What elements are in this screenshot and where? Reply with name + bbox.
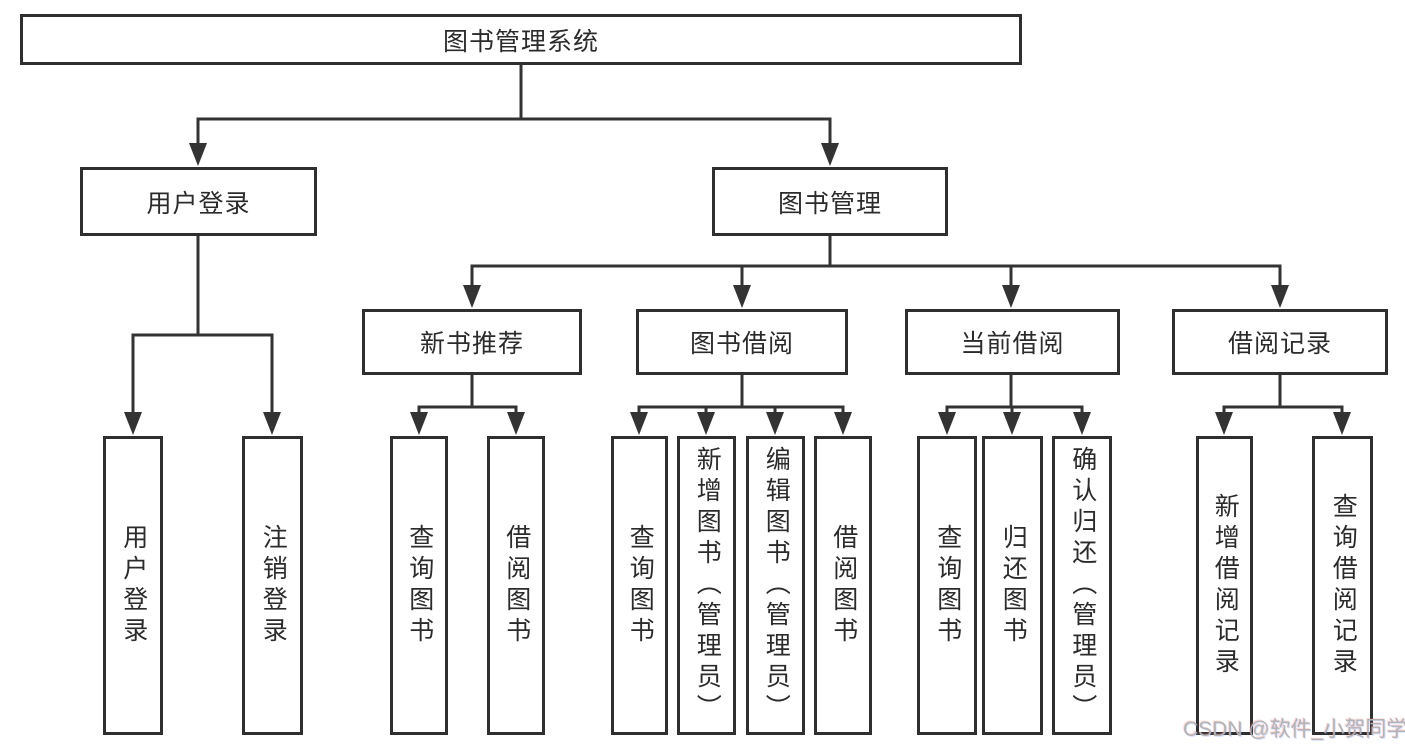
node-label: 借阅图书: [502, 523, 531, 648]
node-label: 归还图书: [999, 523, 1028, 648]
node-leaf-current-confirm-return-admin: 确认归还（管理员）: [1052, 436, 1112, 735]
node-label: 新增图书（管理员）: [693, 446, 722, 725]
node-leaf-borrowing-edit-books-admin: 编辑图书（管理员）: [746, 436, 805, 735]
node-leaf-records-query-record: 查询借阅记录: [1312, 436, 1373, 735]
node-leaf-recommend-query-books: 查询图书: [390, 436, 448, 735]
node-leaf-records-add-record: 新增借阅记录: [1196, 436, 1253, 735]
node-label: 确认归还（管理员）: [1068, 446, 1097, 725]
node-library-management-system: 图书管理系统: [20, 14, 1022, 65]
node-leaf-recommend-borrow-books: 借阅图书: [487, 436, 545, 735]
node-label: 用户登录: [119, 523, 148, 648]
node-book-borrowing: 图书借阅: [636, 309, 848, 375]
node-leaf-logout: 注销登录: [242, 436, 303, 735]
node-leaf-current-return-books: 归还图书: [982, 436, 1043, 735]
node-book-management: 图书管理: [712, 167, 948, 236]
node-label: 查询借阅记录: [1329, 492, 1358, 679]
node-label: 注销登录: [259, 523, 288, 648]
node-label: 查询图书: [405, 523, 434, 648]
node-label: 查询图书: [933, 523, 962, 648]
node-leaf-borrowing-borrow-books: 借阅图书: [814, 436, 872, 735]
node-new-book-recommendation: 新书推荐: [362, 309, 582, 375]
node-borrowing-records: 借阅记录: [1172, 309, 1388, 375]
node-label: 查询图书: [626, 523, 655, 648]
node-label: 借阅图书: [829, 523, 858, 648]
node-current-borrowing: 当前借阅: [905, 309, 1120, 375]
node-user-login: 用户登录: [80, 167, 317, 236]
node-label: 编辑图书（管理员）: [762, 446, 791, 725]
node-leaf-user-login: 用户登录: [103, 436, 163, 735]
node-leaf-current-query-books: 查询图书: [917, 436, 977, 735]
node-leaf-borrowing-add-books-admin: 新增图书（管理员）: [677, 436, 736, 735]
node-label: 新增借阅记录: [1211, 492, 1240, 679]
node-leaf-borrowing-query-books: 查询图书: [611, 436, 668, 735]
watermark: CSDN @软件_小贺同学: [1183, 718, 1405, 741]
